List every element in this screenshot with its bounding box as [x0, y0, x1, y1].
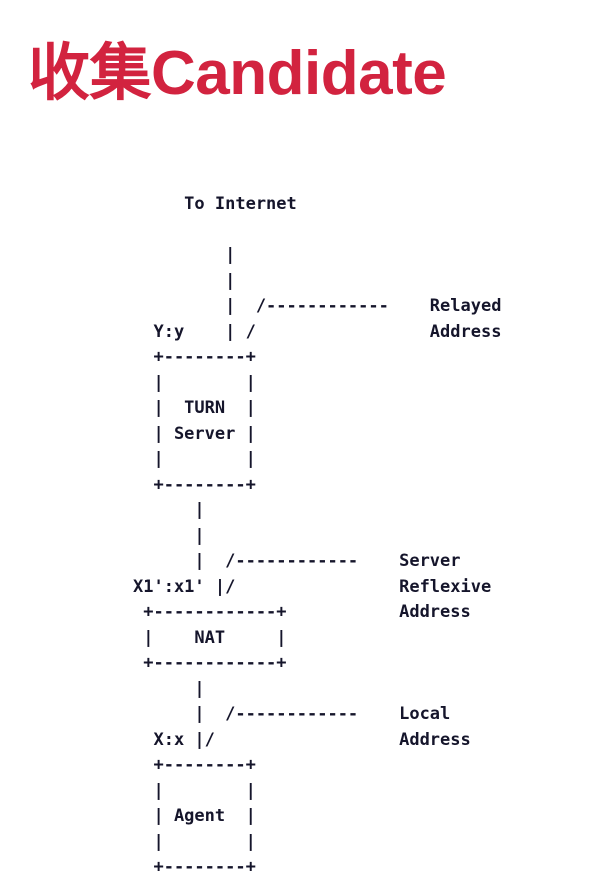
page-title: 收集Candidate — [28, 39, 447, 108]
ice-candidate-diagram: To Internet | | | /------------ Relayed … — [133, 192, 600, 881]
ascii-art-diagram: To Internet | | | /------------ Relayed … — [133, 194, 502, 877]
